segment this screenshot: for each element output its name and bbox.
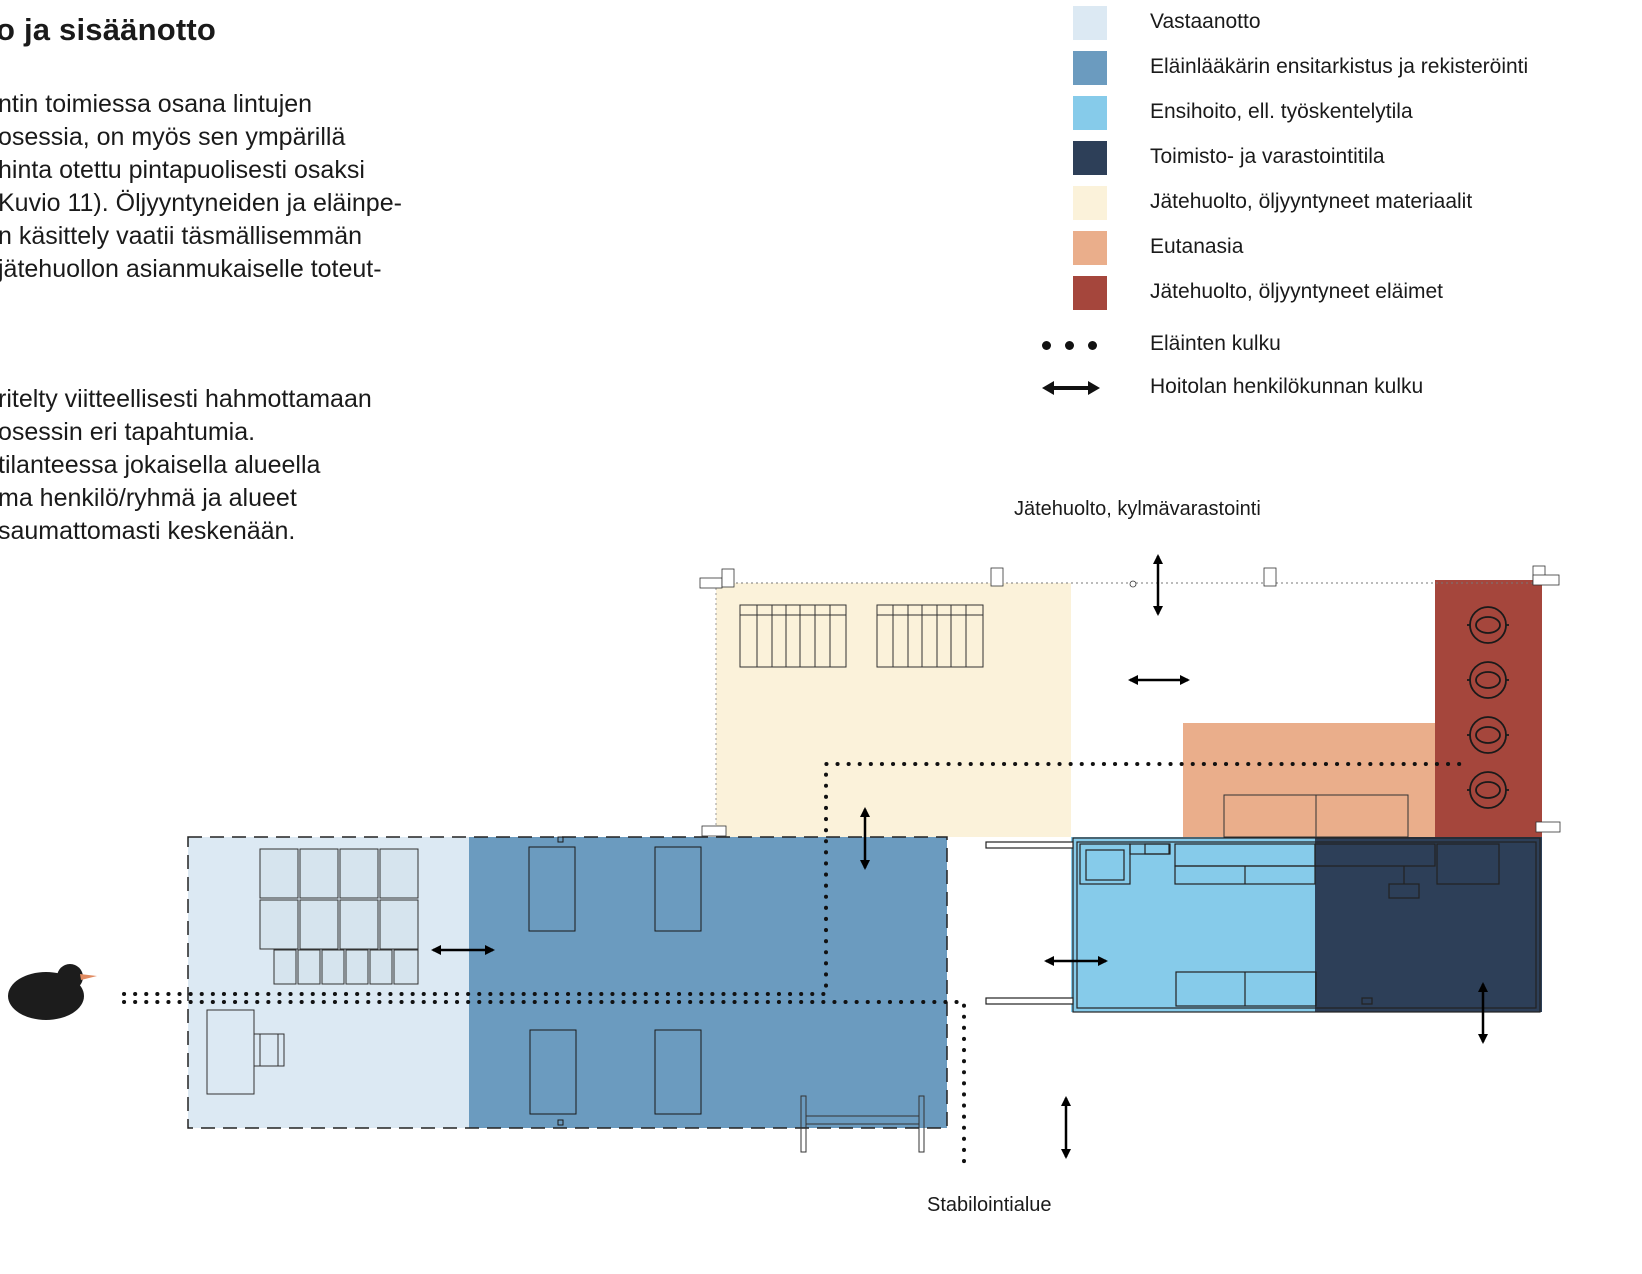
text-line: n käsittely vaatii täsmällisemmän <box>0 222 363 250</box>
legend-label: Jätehuolto, öljyyntyneet materiaalit <box>1150 190 1473 213</box>
pallet-stack-left <box>739 604 847 668</box>
section-heading: o ja sisäänotto <box>0 12 217 47</box>
legend-item: Jätehuolto, öljyyntyneet eläimet <box>1030 276 1630 310</box>
legend-label: Ensihoito, ell. työskentelytila <box>1150 100 1413 123</box>
text-line: Kuvio 11). Öljyyntyneiden ja eläinpe- <box>0 189 402 217</box>
dotted-path-icon <box>1030 328 1110 362</box>
legend-label: Toimisto- ja varastointitila <box>1150 145 1385 168</box>
vet-tables <box>528 836 702 1126</box>
text-line: osessin eri tapahtumia. <box>0 418 256 446</box>
crate-grid <box>259 848 419 985</box>
bench <box>800 1095 925 1153</box>
pallet-stack-right <box>876 604 984 668</box>
fence-posts <box>699 565 1561 837</box>
legend-label: Eutanasia <box>1150 235 1244 258</box>
legend-label: Eläinten kulku <box>1150 332 1281 355</box>
label-waste-cold-storage: Jätehuolto, kylmävarastointi <box>1014 498 1261 520</box>
text-line: osessia, on myös sen ympärillä <box>0 123 346 151</box>
tent-outline <box>187 836 948 1129</box>
area-office-storage <box>1315 837 1542 1012</box>
legend-item: Eläinten kulku <box>1030 328 1630 362</box>
legend-swatch <box>1073 276 1107 310</box>
legend-item: Toimisto- ja varastointitila <box>1030 141 1630 175</box>
body-paragraph-1: ntin toimiessa osana lintujen osessia, on… <box>0 88 402 286</box>
bird-icon <box>8 964 97 1020</box>
text-line: hinta otettu pintapuolisesti osaksi <box>0 156 365 184</box>
area-waste-oiled-animals <box>1435 580 1542 837</box>
legend-item: Jätehuolto, öljyyntyneet materiaalit <box>1030 186 1630 220</box>
area-euthanasia <box>1183 723 1435 837</box>
legend-label: Hoitolan henkilökunnan kulku <box>1150 375 1424 398</box>
double-arrow-icon <box>1042 381 1100 395</box>
legend-swatch <box>1073 141 1107 175</box>
reception-desk <box>206 1009 285 1095</box>
text-line: tilanteessa jokaisella alueella <box>0 451 321 479</box>
legend-item: Hoitolan henkilökunnan kulku <box>1030 371 1630 405</box>
legend-swatch <box>1073 6 1107 40</box>
legend-label: Jätehuolto, öljyyntyneet eläimet <box>1150 280 1444 303</box>
body-paragraph-2: ritelty viitteellisesti hahmottamaan oses… <box>0 383 372 548</box>
label-stabilization-area: Stabilointialue <box>927 1194 1052 1216</box>
text-line: ma henkilö/ryhmä ja alueet <box>0 484 297 512</box>
legend-label: Eläinlääkärin ensitarkistus ja rekisterö… <box>1150 55 1529 78</box>
legend-swatch <box>1073 186 1107 220</box>
staff-flow-arrows <box>431 554 1488 1159</box>
container-outline <box>985 837 1541 1013</box>
text-line: saumattomasti keskenään. <box>0 517 296 545</box>
area-vet-initial-check <box>469 837 947 1128</box>
text-line: ritelty viitteellisesti hahmottamaan <box>0 385 372 413</box>
legend-label: Vastaanotto <box>1150 10 1261 33</box>
legend-item: Vastaanotto <box>1030 6 1630 40</box>
euthanasia-table <box>1223 794 1409 838</box>
text-line: jätehuollon asianmukaiselle toteut- <box>0 255 382 283</box>
legend-swatch <box>1073 51 1107 85</box>
legend-swatch <box>1073 96 1107 130</box>
legend-item: Eläinlääkärin ensitarkistus ja rekisterö… <box>1030 51 1630 85</box>
area-first-aid <box>1071 837 1315 1012</box>
text-line: ntin toimiessa osana lintujen <box>0 90 313 118</box>
legend-item: Eutanasia <box>1030 231 1630 265</box>
legend-swatch <box>1073 231 1107 265</box>
barrels <box>1467 606 1509 809</box>
legend-item: Ensihoito, ell. työskentelytila <box>1030 96 1630 130</box>
